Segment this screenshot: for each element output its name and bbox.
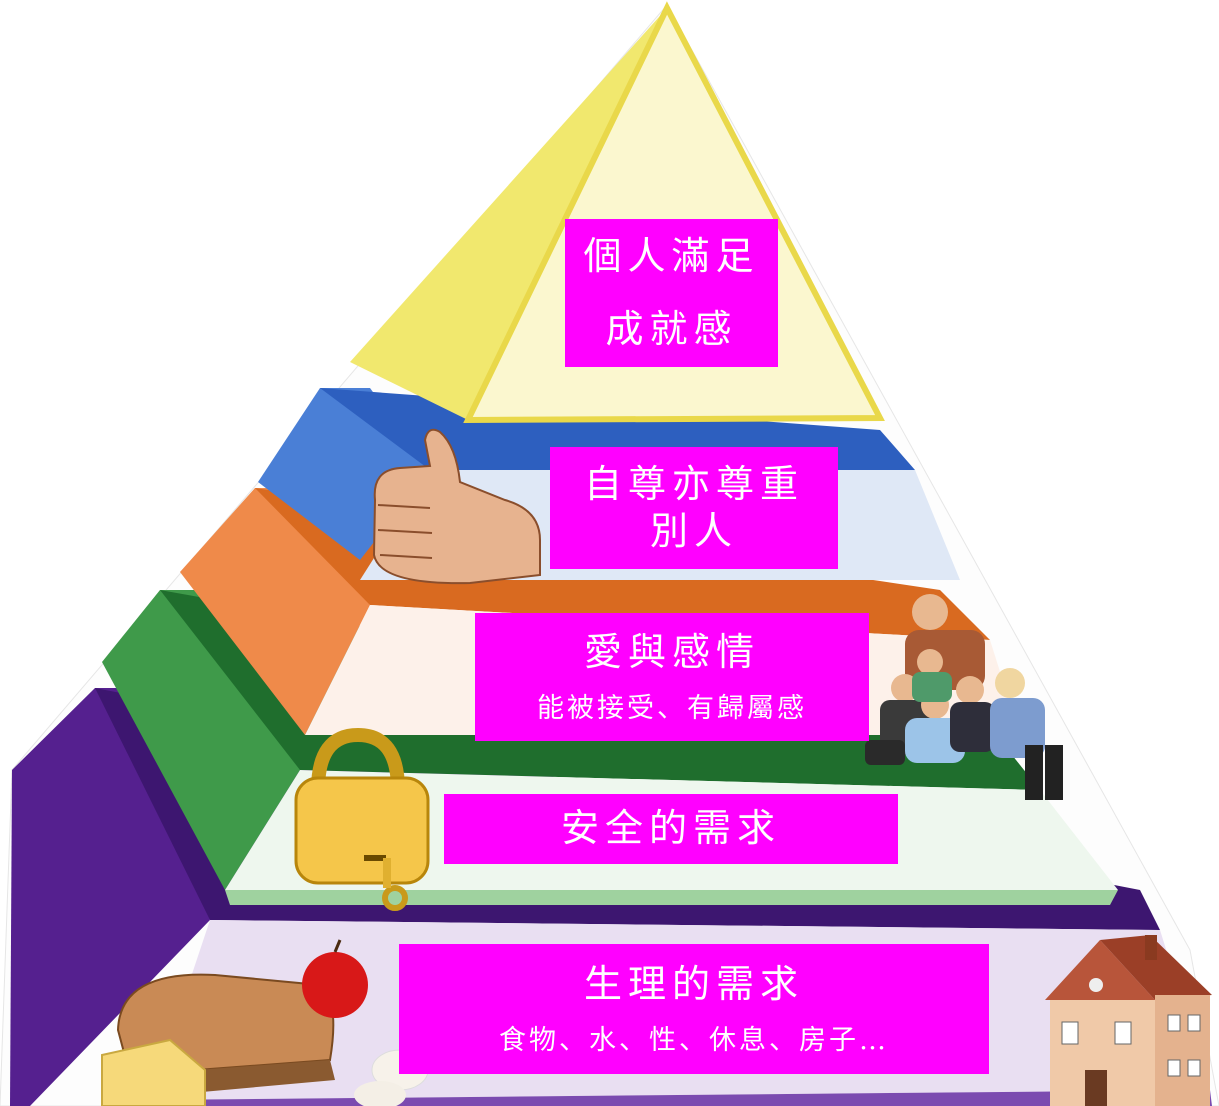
level-title: 安全的需求 [560, 806, 781, 851]
label-self-actualization: 個人滿足 成就感 [565, 219, 778, 367]
thumbs-up-icon [372, 428, 541, 585]
label-physiological: 生理的需求 食物、水、性、休息、房子… [399, 944, 989, 1074]
level-subtitle: 食物、水、性、休息、房子… [499, 1025, 889, 1057]
padlock-icon [294, 727, 430, 911]
level-subtitle: 能被接受、有歸屬感 [537, 693, 807, 725]
food-icon [101, 939, 429, 1106]
label-love: 愛與感情 能被接受、有歸屬感 [475, 613, 869, 741]
house-icon [1045, 935, 1212, 1106]
level-title: 生理的需求 [583, 961, 804, 1006]
label-safety: 安全的需求 [444, 794, 898, 864]
level-subtitle: 成就感 [605, 307, 738, 351]
level-title: 愛與感情 [583, 629, 760, 674]
level-title: 個人滿足 [583, 233, 760, 278]
label-esteem: 自尊亦尊重 別人 [550, 447, 838, 569]
level-subtitle: 別人 [649, 509, 738, 553]
family-group-icon [865, 594, 1063, 800]
level-title: 自尊亦尊重 [583, 461, 804, 506]
